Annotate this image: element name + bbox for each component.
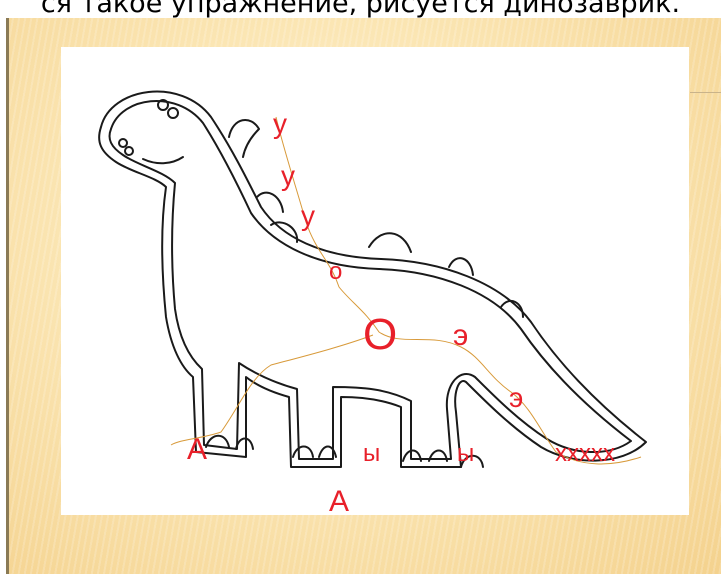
letter-u-2: у [281, 160, 295, 191]
letter-u-3: у [301, 200, 315, 231]
letter-a-bottom: А [329, 485, 349, 515]
letter-y-1: ы [363, 440, 380, 467]
letter-e-2: э [509, 382, 523, 413]
letters-x-tail: ххххх [555, 440, 615, 467]
dinosaur-picture: у у у о О э э А ы ы ххххх А [61, 47, 689, 515]
trace-line-left [170, 334, 374, 446]
letter-e-1: э [453, 319, 468, 352]
letter-o-big: О [363, 310, 397, 359]
letter-o-small: о [329, 258, 342, 285]
dinosaur-outline [98, 90, 647, 468]
letter-y-2: ы [457, 440, 474, 467]
dinosaur-svg: у у у о О э э А ы ы ххххх А [98, 90, 647, 515]
slide-caption: ся такое упражнение, рисуется динозаврик… [40, 0, 681, 19]
letter-u-1: у [273, 108, 287, 139]
trace-line [275, 116, 642, 465]
letter-a-left: А [187, 433, 207, 466]
decorative-line [690, 92, 721, 93]
